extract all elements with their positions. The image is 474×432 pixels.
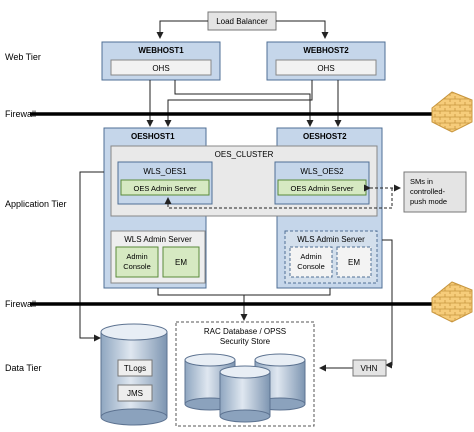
- vhn-label: VHN: [361, 364, 378, 373]
- sms-note-line-1: SMs in: [410, 177, 433, 186]
- oes-cluster-label: OES_CLUSTER: [215, 150, 274, 159]
- wls-oes1-label: WLS_OES1: [143, 167, 187, 176]
- sms-push-connectors: [164, 184, 401, 209]
- sms-note: SMs in controlled- push mode: [403, 171, 467, 213]
- admin-console-2-line-1: Admin: [300, 252, 321, 261]
- wls-admin-server-1: WLS Admin Server Admin Console EM: [110, 230, 206, 284]
- em-1-label: EM: [175, 258, 187, 267]
- wls-oes2-label: WLS_OES2: [300, 167, 344, 176]
- tlogs-label: TLogs: [124, 364, 146, 373]
- oes-admin-server-2-label: OES Admin Server: [291, 184, 354, 193]
- webhost-1: WEBHOST1 OHS: [101, 41, 221, 81]
- wls-admin-server-2: WLS Admin Server Admin Console EM: [284, 230, 378, 284]
- admin-console-1-line-1: Admin: [126, 252, 147, 261]
- oeshost-1-name: OESHOST1: [131, 132, 175, 141]
- em-2-box: [336, 246, 372, 278]
- shared-storage-cylinder: TLogs JMS: [100, 323, 168, 426]
- vhn-box: [352, 359, 387, 377]
- firewall-2-label: Firewall: [5, 299, 36, 309]
- wls-oes1-server: WLS_OES1 OES Admin Server: [117, 161, 213, 205]
- admin-console-1-line-2: Console: [123, 262, 151, 271]
- tier-label-web: Web Tier: [5, 52, 41, 62]
- em-1-box: [162, 246, 200, 278]
- webhost-2-ohs-label: OHS: [317, 64, 334, 73]
- database-cylinders: [184, 353, 306, 423]
- webhost-2: WEBHOST2 OHS: [266, 41, 386, 81]
- webhost-1-ohs-label: OHS: [152, 64, 169, 73]
- oeshost-2-name: OESHOST2: [303, 132, 347, 141]
- web-to-app-connectors: [146, 80, 342, 127]
- load-balancer-label: Load Balancer: [216, 17, 268, 26]
- tlogs-box: [117, 359, 153, 377]
- wls-admin-server-2-title: WLS Admin Server: [297, 235, 365, 244]
- jms-label: JMS: [127, 389, 143, 398]
- webhost-1-name: WEBHOST1: [138, 46, 184, 55]
- rac-database-title-1: RAC Database / OPSS: [204, 327, 286, 336]
- firewall-1-label: Firewall: [5, 109, 36, 119]
- wls-oes2-server: WLS_OES2 OES Admin Server: [274, 161, 370, 205]
- firewall-2-wall-icon: [431, 281, 473, 323]
- database-cylinder-front: [219, 365, 271, 423]
- wls-admin-server-1-title: WLS Admin Server: [124, 235, 192, 244]
- admin-console-1-box: [115, 246, 159, 278]
- rac-database-title-2: Security Store: [220, 337, 271, 346]
- admin-console-2-box: [289, 246, 333, 278]
- sms-note-line-3: push mode: [410, 197, 447, 206]
- admin-console-2-line-2: Console: [297, 262, 325, 271]
- oes-admin-server-1-box: [120, 179, 210, 196]
- load-balancer-connectors: [156, 20, 329, 39]
- oes-admin-server-1-label: OES Admin Server: [134, 184, 197, 193]
- webhost-2-ohs-box: [275, 59, 377, 76]
- tier-label-data: Data Tier: [5, 363, 42, 373]
- sms-note-line-2: controlled-: [410, 187, 446, 196]
- webhost-2-name: WEBHOST2: [303, 46, 349, 55]
- em-2-label: EM: [348, 258, 360, 267]
- jms-box: [117, 384, 153, 402]
- firewall-1-wall-icon: [431, 91, 473, 133]
- tier-label-application: Application Tier: [5, 199, 67, 209]
- webhost-1-ohs-box: [110, 59, 212, 76]
